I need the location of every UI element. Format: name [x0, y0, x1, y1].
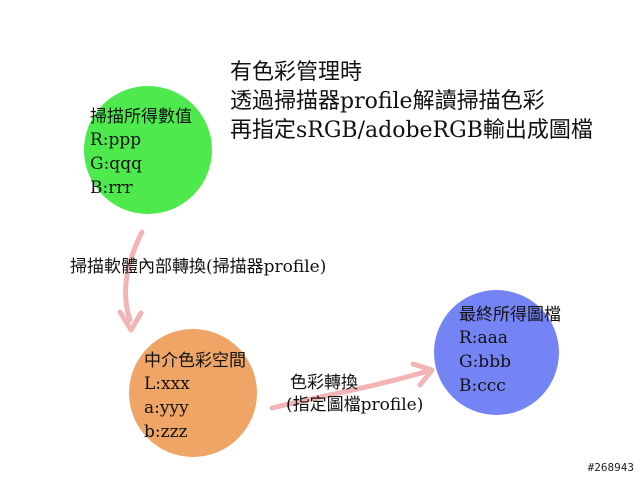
final-node-b: B:ccc [459, 376, 506, 396]
scan-node-g: G:qqq [90, 154, 142, 174]
arrow-intermediate-to-final-shaft [269, 368, 431, 411]
arrow-intermediate-to-final-head [410, 361, 435, 388]
final-node-title: 最終所得圖檔 [459, 305, 561, 325]
intermediate-node-text: 中介色彩空間 L:xxx a:yyy b:zzz [144, 350, 246, 444]
edge-intermediate-to-final-label-1: 色彩轉換 [290, 373, 358, 393]
edge-intermediate-to-final-label-2: (指定圖檔profile) [286, 395, 424, 415]
scan-node-circle [84, 86, 212, 214]
intermediate-node-a: a:yyy [144, 398, 189, 418]
final-node-circle [434, 290, 559, 415]
arrow-scan-to-intermediate [117, 229, 145, 333]
scan-node-r: R:ppp [90, 130, 142, 150]
watermark: #268943 [587, 461, 634, 474]
intermediate-node-l: L:xxx [144, 374, 190, 394]
final-node-r: R:aaa [459, 328, 508, 348]
arrow-intermediate-to-final [269, 361, 435, 411]
header-line-2: 透過掃描器profile解讀掃描色彩 [230, 89, 545, 114]
intermediate-node-b: b:zzz [144, 422, 188, 442]
intermediate-node-title: 中介色彩空間 [144, 351, 246, 371]
edge-intermediate-to-final-label: 色彩轉換 (指定圖檔profile) [286, 372, 423, 416]
header-text: 有色彩管理時 透過掃描器profile解讀掃描色彩 再指定sRGB/adobeR… [230, 58, 593, 145]
scan-node-title: 掃描所得數值 [90, 107, 192, 127]
final-node-text: 最終所得圖檔 R:aaa G:bbb B:ccc [459, 304, 561, 398]
scan-node-text: 掃描所得數值 R:ppp G:qqq B:rrr [90, 106, 192, 200]
header-line-1: 有色彩管理時 [230, 60, 363, 85]
final-node-g: G:bbb [459, 352, 511, 372]
edge-scan-to-intermediate-label: 掃描軟體內部轉換(掃描器profile) [70, 257, 327, 277]
arrow-scan-to-intermediate-shaft [123, 229, 145, 323]
header-line-3: 再指定sRGB/adobeRGB輸出成圖檔 [230, 118, 593, 143]
scan-node-b: B:rrr [90, 178, 133, 198]
arrow-scan-to-intermediate-head [117, 309, 144, 333]
intermediate-node-circle [129, 329, 257, 457]
